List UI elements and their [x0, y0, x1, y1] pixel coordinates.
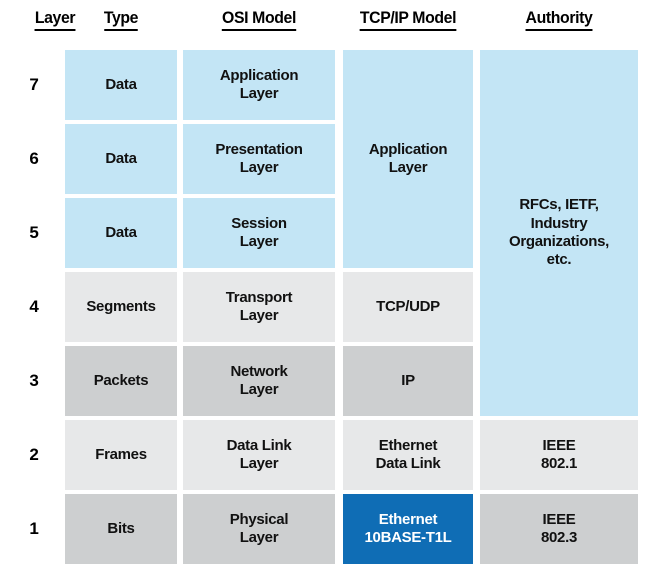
- type-cell-layer-7: Data: [65, 50, 177, 120]
- authority-cell-upper-layers: RFCs, IETF, Industry Organizations, etc.: [480, 50, 638, 416]
- layer-number-6: 6: [29, 148, 39, 168]
- osi-cell-layer-5: Session Layer: [183, 198, 335, 268]
- osi-cell-layer-7: Application Layer: [183, 50, 335, 120]
- tcpip-cell-internet: IP: [343, 346, 473, 416]
- authority-cell-layer-2: IEEE 802.1: [480, 420, 638, 490]
- type-cell-layer-5: Data: [65, 198, 177, 268]
- osi-cell-layer-1: Physical Layer: [183, 494, 335, 564]
- tcpip-cell-application-layer: Application Layer: [343, 50, 473, 268]
- tcpip-cell-transport: TCP/UDP: [343, 272, 473, 342]
- osi-cell-layer-6: Presentation Layer: [183, 124, 335, 194]
- layer-number-1: 1: [29, 518, 39, 538]
- layer-number-5: 5: [29, 222, 39, 242]
- authority-cell-layer-1: IEEE 802.3: [480, 494, 638, 564]
- layer-number-7: 7: [29, 74, 39, 94]
- osi-cell-layer-4: Transport Layer: [183, 272, 335, 342]
- column-header-type: Type: [69, 8, 173, 31]
- column-header-authority: Authority: [486, 8, 633, 31]
- column-header-layer: Layer: [13, 8, 97, 31]
- type-cell-layer-2: Frames: [65, 420, 177, 490]
- type-cell-layer-4: Segments: [65, 272, 177, 342]
- osi-cell-layer-2: Data Link Layer: [183, 420, 335, 490]
- table-header-row: Layer Type OSI Model TCP/IP Model Author…: [0, 0, 648, 44]
- layer-number-3: 3: [29, 370, 39, 390]
- osi-cell-layer-3: Network Layer: [183, 346, 335, 416]
- layer-number-2: 2: [29, 444, 39, 464]
- layer-number-4: 4: [29, 296, 39, 316]
- type-cell-layer-6: Data: [65, 124, 177, 194]
- column-header-tcpip-model: TCP/IP Model: [348, 8, 469, 31]
- tcpip-cell-physical-highlighted: Ethernet 10BASE-T1L: [343, 494, 473, 564]
- column-header-osi-model: OSI Model: [188, 8, 329, 31]
- tcpip-cell-data-link: Ethernet Data Link: [343, 420, 473, 490]
- type-cell-layer-1: Bits: [65, 494, 177, 564]
- type-cell-layer-3: Packets: [65, 346, 177, 416]
